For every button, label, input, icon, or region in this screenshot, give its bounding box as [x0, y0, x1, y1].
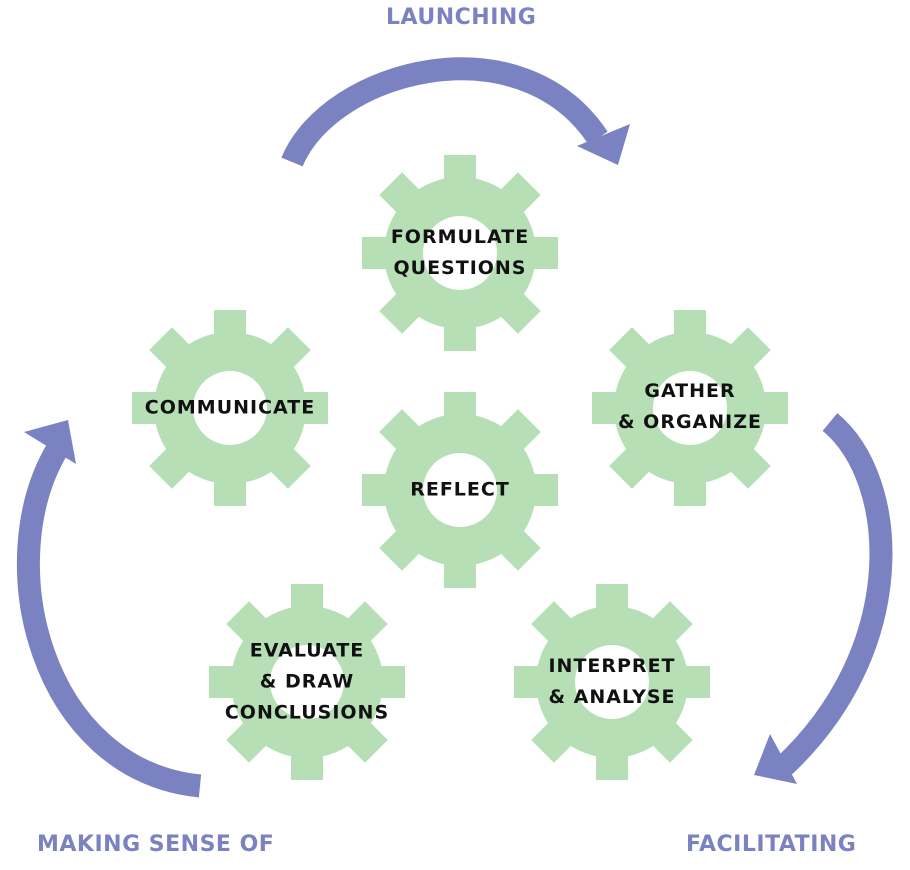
gear-label-line: INTERPRET: [548, 655, 676, 677]
gear-ring: [536, 606, 688, 758]
arrow-launching-shaft: [281, 57, 608, 167]
gear-icon: [514, 584, 710, 780]
gear-icon: [209, 584, 405, 780]
gear-hole: [270, 645, 344, 719]
gear-ring: [384, 177, 536, 329]
gear-label-line: FORMULATE: [390, 226, 530, 248]
cycle-arrows: [16, 57, 893, 798]
gear-icon: [132, 310, 328, 506]
gear-hole: [653, 371, 727, 445]
gear-ring: [614, 332, 766, 484]
gear-label-line: & ANALYSE: [548, 686, 676, 708]
gears-layer: [132, 155, 788, 780]
gear-icon: [362, 392, 558, 588]
phase-label-facilitating: FACILITATING: [686, 832, 857, 857]
gear-label-line: GATHER: [644, 380, 736, 402]
gear-hole: [423, 453, 497, 527]
gear-label-formulate: FORMULATE QUESTIONS: [360, 222, 560, 284]
gear-icon: [592, 310, 788, 506]
arrow-making-sense-shaft: [16, 442, 202, 798]
gear-label-line: & DRAW: [259, 670, 355, 693]
gear-label-line: QUESTIONS: [393, 257, 527, 279]
gear-ring: [231, 606, 383, 758]
arrow-facilitating-shaft: [774, 413, 893, 777]
gear-label-evaluate: EVALUATE & DRAW CONCLUSIONS: [207, 636, 407, 729]
gear-label-gather: GATHER & ORGANIZE: [590, 376, 790, 438]
gear-label-line: & ORGANIZE: [618, 411, 762, 433]
gear-ring: [154, 332, 306, 484]
gear-label-line: CONCLUSIONS: [224, 701, 390, 724]
gear-label-communicate: COMMUNICATE: [130, 393, 330, 424]
gear-label-interpret: INTERPRET & ANALYSE: [512, 651, 712, 713]
gear-label-line: REFLECT: [410, 478, 510, 501]
arrow-launching-head-icon: [577, 124, 630, 165]
gear-ring: [384, 414, 536, 566]
gear-label-line: EVALUATE: [249, 639, 365, 662]
phase-label-launching: LAUNCHING: [386, 5, 537, 30]
gear-hole: [193, 371, 267, 445]
gear-label-line: COMMUNICATE: [144, 396, 316, 419]
gear-label-reflect: REFLECT: [360, 475, 560, 506]
gear-hole: [575, 645, 649, 719]
gear-hole: [423, 216, 497, 290]
arrow-making-sense-head-icon: [24, 420, 76, 464]
gear-icon: [362, 155, 558, 351]
arrow-facilitating-head-icon: [754, 734, 797, 784]
phase-label-making-sense-of: MAKING SENSE OF: [37, 832, 275, 857]
